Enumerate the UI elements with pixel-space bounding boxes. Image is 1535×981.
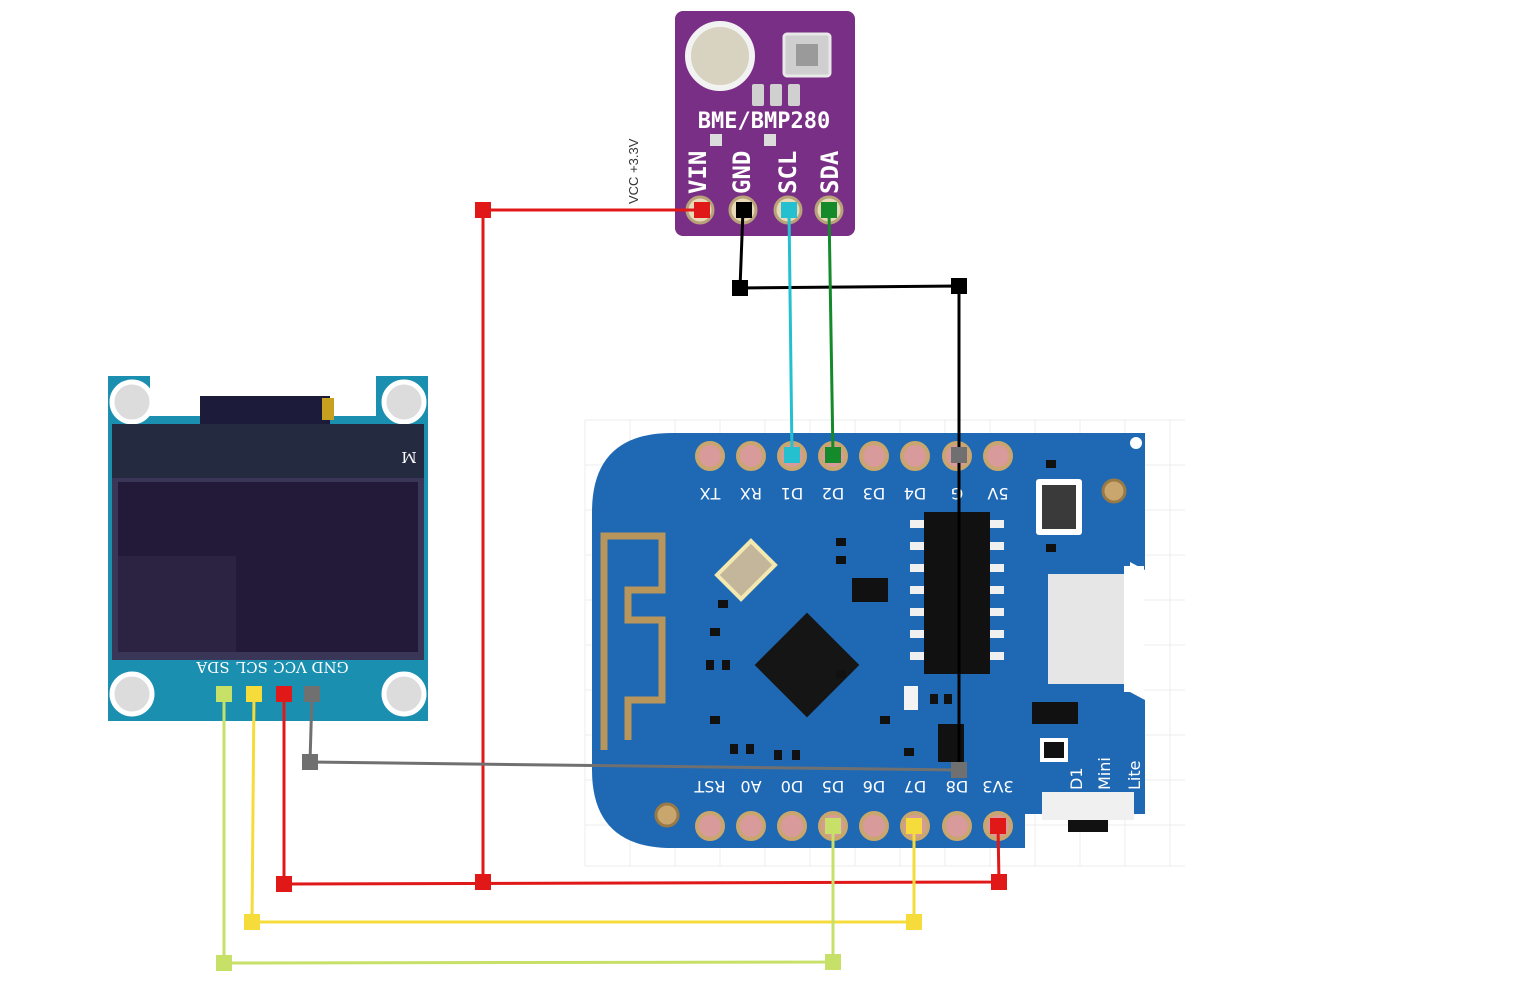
antenna-trace-icon [600, 532, 666, 750]
mount-hole-icon [381, 671, 427, 717]
pin-pad [900, 441, 930, 471]
pin-pad [942, 811, 972, 841]
bme-pin-label: SDA [816, 150, 844, 194]
crystal-icon [714, 538, 778, 602]
junction-node [276, 686, 292, 702]
junction-node [821, 202, 837, 218]
reset-button-icon [1042, 792, 1134, 820]
mount-hole-icon [109, 379, 155, 425]
junction-node [732, 280, 748, 296]
d1-brand-text: Mini [1095, 757, 1114, 790]
bme-pin-labels: VIN GND SCL SDA [684, 150, 844, 194]
pin-pad [736, 441, 766, 471]
wire-junctions [216, 202, 1007, 971]
junction-node [736, 202, 752, 218]
d1-pin-label: TX [700, 484, 722, 503]
vcc-note: VCC +3.3V [626, 138, 641, 204]
d1-pin-label: RX [740, 484, 762, 503]
junction-node [951, 278, 967, 294]
pin-pad [859, 441, 889, 471]
d1-pin-label: G [951, 484, 963, 503]
bme-pin-label: SCL [774, 151, 802, 194]
micro-usb-port-icon [1048, 574, 1134, 684]
junction-node [302, 754, 318, 770]
junction-node [246, 686, 262, 702]
pin-pad [859, 811, 889, 841]
bme-pin-label: GND [728, 151, 756, 194]
pin-pad [695, 811, 725, 841]
usb-chip-icon [924, 512, 990, 674]
junction-node [276, 876, 292, 892]
junction-node [781, 202, 797, 218]
d1-pin-label: A0 [740, 777, 761, 796]
d1-pin-label: 5V [987, 484, 1008, 503]
oled-module: M GND VCC SCL SDA [108, 376, 428, 721]
junction-node [694, 202, 710, 218]
junction-node [951, 762, 967, 778]
junction-node [825, 954, 841, 970]
oled-pin-label: SCL [236, 658, 268, 676]
d1-pin-label: D5 [822, 777, 845, 796]
bme-title: BME/BMP280 [698, 109, 830, 134]
pin-pad [777, 811, 807, 841]
junction-node [216, 955, 232, 971]
wires [222, 208, 1001, 965]
junction-node [475, 874, 491, 890]
junction-node [951, 447, 967, 463]
d1-top-pin-labels: 5V G D4 D3 D2 D1 RX TX [700, 484, 1009, 503]
pin-pad [736, 811, 766, 841]
d1-pin-label: D7 [904, 777, 927, 796]
d1-mini-board: 5V G D4 D3 D2 D1 RX TX 3V3 D8 D7 D6 D5 D… [592, 433, 1145, 848]
sda-wire [827, 209, 835, 457]
d1-pin-label: RST [694, 777, 725, 796]
d1-pin-label: D1 [781, 484, 804, 503]
d1-brand-text: D1 [1067, 768, 1086, 791]
oled-pin-label: VCC [273, 658, 308, 676]
d1-pin-label: D8 [946, 777, 969, 796]
d1-pin-label: D6 [863, 777, 886, 796]
junction-node [825, 447, 841, 463]
scl-wire [787, 209, 794, 457]
d1-pin-label: 3V3 [982, 777, 1013, 796]
d1-pin-label: D4 [904, 484, 927, 503]
d1-pin-label: D0 [781, 777, 804, 796]
junction-node [216, 686, 232, 702]
mount-hole-icon [654, 802, 680, 828]
d1-bottom-pin-labels: 3V3 D8 D7 D6 D5 D0 A0 RST [694, 777, 1013, 796]
junction-node [906, 818, 922, 834]
oled-corner-mark: M [401, 448, 416, 466]
junction-node [991, 874, 1007, 890]
d1-pin-label: D2 [822, 484, 845, 503]
oled-pin-labels: GND VCC SCL SDA [196, 658, 348, 676]
junction-node [304, 686, 320, 702]
vcc-wire [282, 694, 1001, 886]
mount-hole-icon [1101, 478, 1127, 504]
bme-pin-label: VIN [684, 151, 712, 194]
oled-sda-wire [222, 694, 835, 965]
junction-node [244, 914, 260, 930]
mcu-chip-icon [754, 612, 860, 718]
oled-scl-wire [250, 693, 916, 924]
junction-node [906, 914, 922, 930]
mount-hole-icon [381, 379, 427, 425]
pin-pad [983, 441, 1013, 471]
d1-pin-label: D3 [863, 484, 886, 503]
junction-node [990, 818, 1006, 834]
pin-pad [695, 441, 725, 471]
mount-hole-icon [109, 671, 155, 717]
oled-pin-label: SDA [196, 658, 229, 676]
oled-pin-label: GND [311, 658, 348, 676]
d1-brand-label: D1 Mini Lite [1067, 757, 1144, 790]
junction-node [825, 818, 841, 834]
d1-brand-text: Lite [1125, 761, 1144, 790]
junction-node [784, 447, 800, 463]
mount-hole-icon [685, 21, 755, 91]
junction-node [475, 202, 491, 218]
